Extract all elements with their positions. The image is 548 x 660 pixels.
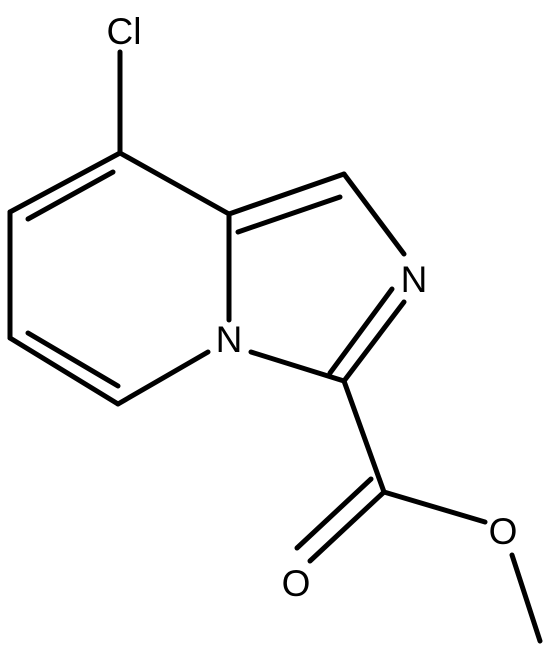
atom-ester-oxygen-label: O: [489, 511, 518, 552]
bond-c8a-c8: [117, 150, 232, 217]
bonds: [7, 49, 543, 644]
bond-c1-n2: [341, 171, 407, 257]
bond-c3-n4: [248, 349, 347, 384]
bond-n2-c3-inner: [327, 286, 395, 376]
atom-labels: Cl N N O O: [107, 11, 518, 604]
bond-c6-c5: [7, 335, 121, 407]
bond-n2-c3: [341, 299, 407, 384]
bond-c8-c7: [7, 150, 123, 215]
bond-oester-methyl: [509, 552, 543, 644]
atom-imidazole-nitrogen-label: N: [401, 259, 428, 300]
atom-carbonyl-oxygen-label: O: [282, 563, 311, 604]
bond-c5-n4: [115, 349, 211, 407]
bond-c6-c5-inner: [25, 330, 121, 389]
bond-c3-ccarbonyl: [341, 378, 387, 495]
atom-chlorine-label: Cl: [107, 11, 142, 52]
bond-ccarbonyl-o-double-a: [307, 489, 387, 564]
bond-c8a-c1-inner: [235, 194, 343, 235]
bond-ccarbonyl-oester: [381, 489, 488, 525]
bond-ccarbonyl-o-double-b: [294, 476, 374, 551]
atom-bridgehead-nitrogen-label: N: [216, 319, 243, 360]
bond-c8-c7-inner: [25, 169, 116, 222]
bond-c8a-c1: [226, 171, 347, 217]
